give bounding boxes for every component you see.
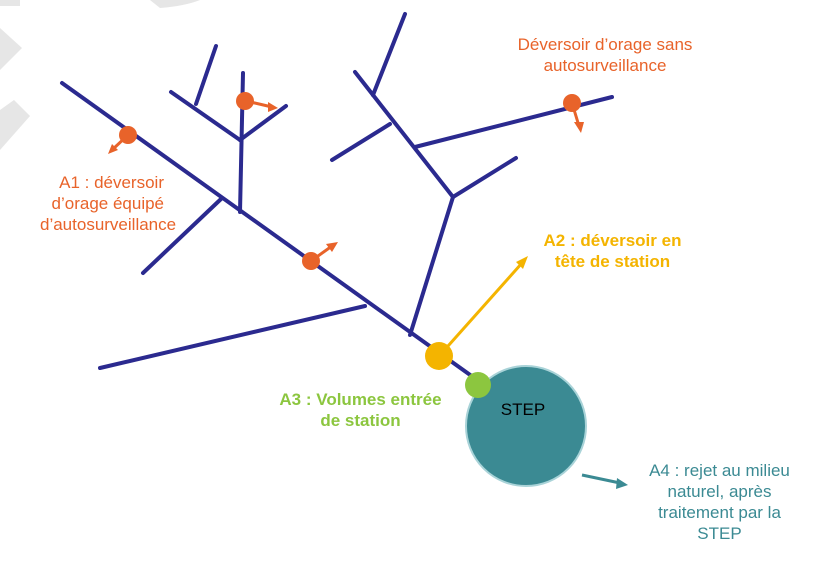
branch-right-b [451,156,518,199]
step-label: STEP [500,400,546,419]
branch-right-c [371,93,455,199]
step-plant [465,365,628,489]
branch-lower-left [141,197,223,275]
a2-label: A2 : déversoir en tête de station [543,231,682,271]
branch-right-main [408,195,455,337]
branch-mid-left [330,122,392,162]
branch-bottom [98,304,367,370]
branch-right-of-vertical [238,104,288,142]
branch-top-right-b [353,70,375,97]
unmonitored-overflow-label: Déversoir d’orage sans autosurveillance [517,35,693,75]
decorative-corner-shapes [0,0,200,150]
overflow-a1-marker [108,126,137,154]
overflow-markers [108,92,584,270]
a3-station-inlet-marker [465,372,491,398]
branch-left-upper [169,90,242,142]
branch-top-1 [194,44,218,106]
a4-label: A4 : rejet au milieu naturel, après trai… [649,461,790,543]
overflow-unmonitored-marker [563,94,584,133]
a3-label: A3 : Volumes entrée de station [279,390,442,430]
a2-station-head-overflow [425,256,528,370]
branch-top-right [371,12,407,97]
a1-label: A1 : déversoir d’orage équipé d’autosurv… [40,173,177,234]
overflow-mid-marker [302,242,338,270]
overflow-top-marker [236,92,278,112]
